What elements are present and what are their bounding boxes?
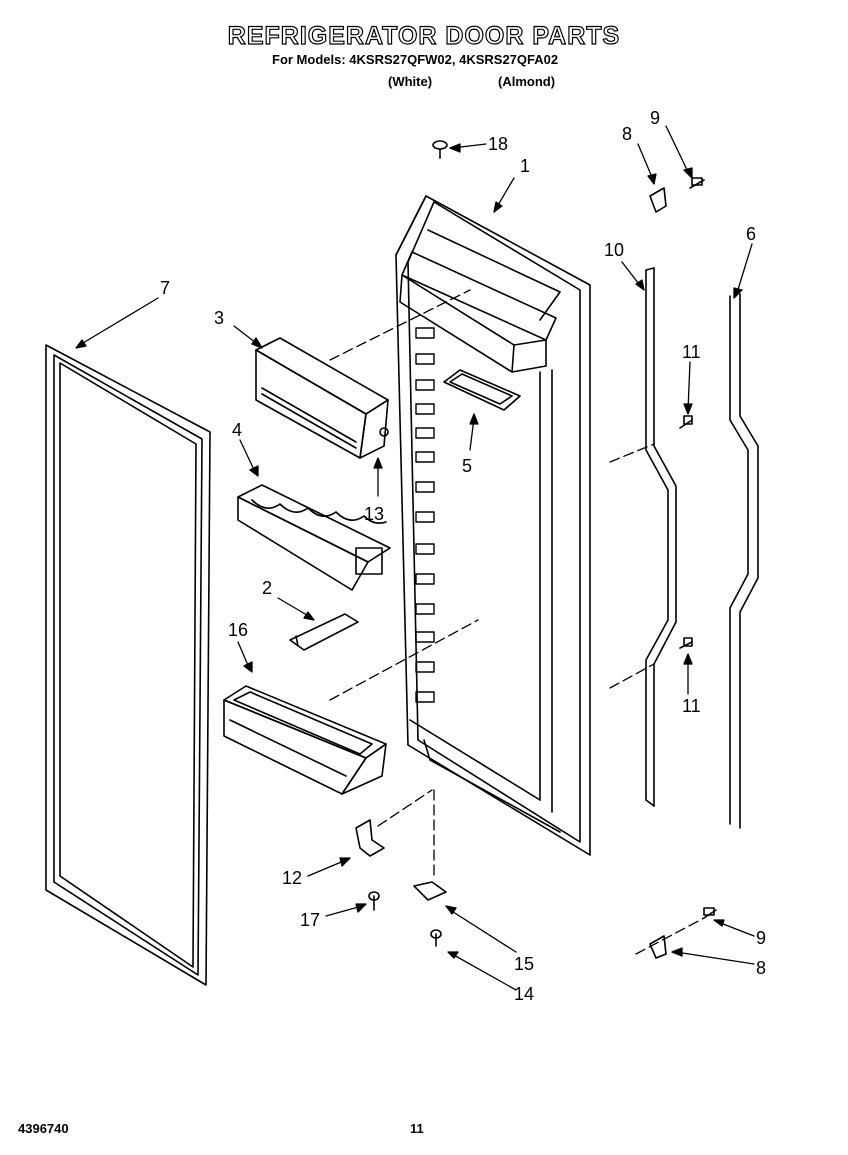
callout-labels: 1 2 3 4 5 6 7 8 8 9 9 10 11 11 12 13 14 … [160,108,766,1004]
callout-4: 4 [232,420,242,440]
callout-10: 10 [604,240,624,260]
models-subtitle: For Models: 4KSRS27QFW02, 4KSRS27QFA02 [272,52,559,67]
callout-12: 12 [282,868,302,888]
door-seal-strip-part [729,293,759,829]
door-bin-part [223,685,387,795]
callout-11-bottom: 11 [682,696,701,716]
bin-clip-part [289,613,359,651]
page-number: 11 [410,1121,424,1136]
dairy-compartment-part [255,337,389,459]
screw-parts [368,140,717,947]
callout-2: 2 [262,578,272,598]
variant-almond: (Almond) [498,74,556,89]
callout-17: 17 [300,910,320,930]
callout-16: 16 [228,620,248,640]
callout-3: 3 [214,308,224,328]
door-gasket-part [45,344,211,986]
egg-bin-part [237,484,391,591]
door-liner-part [395,195,591,856]
callout-9-top: 9 [650,108,660,128]
callout-1: 1 [520,156,530,176]
callout-8-top: 8 [622,124,632,144]
alignment-lines [329,289,705,955]
hinge-parts [355,187,667,959]
page-title: REFRIGERATOR DOOR PARTS [227,21,621,50]
variant-white: (White) [388,74,433,89]
callout-11-top: 11 [682,342,701,362]
callout-5: 5 [462,456,472,476]
handle-trim-part [645,267,677,807]
callout-6: 6 [746,224,756,244]
leader-arrows [75,125,755,991]
callout-18: 18 [488,134,508,154]
document-number: 4396740 [18,1121,69,1136]
callout-7: 7 [160,278,170,298]
callout-8-bottom: 8 [756,958,766,978]
callout-13: 13 [364,504,384,524]
butter-tray-part [443,369,521,411]
callout-15: 15 [514,954,534,974]
callout-9-bottom: 9 [756,928,766,948]
callout-14: 14 [514,984,534,1004]
